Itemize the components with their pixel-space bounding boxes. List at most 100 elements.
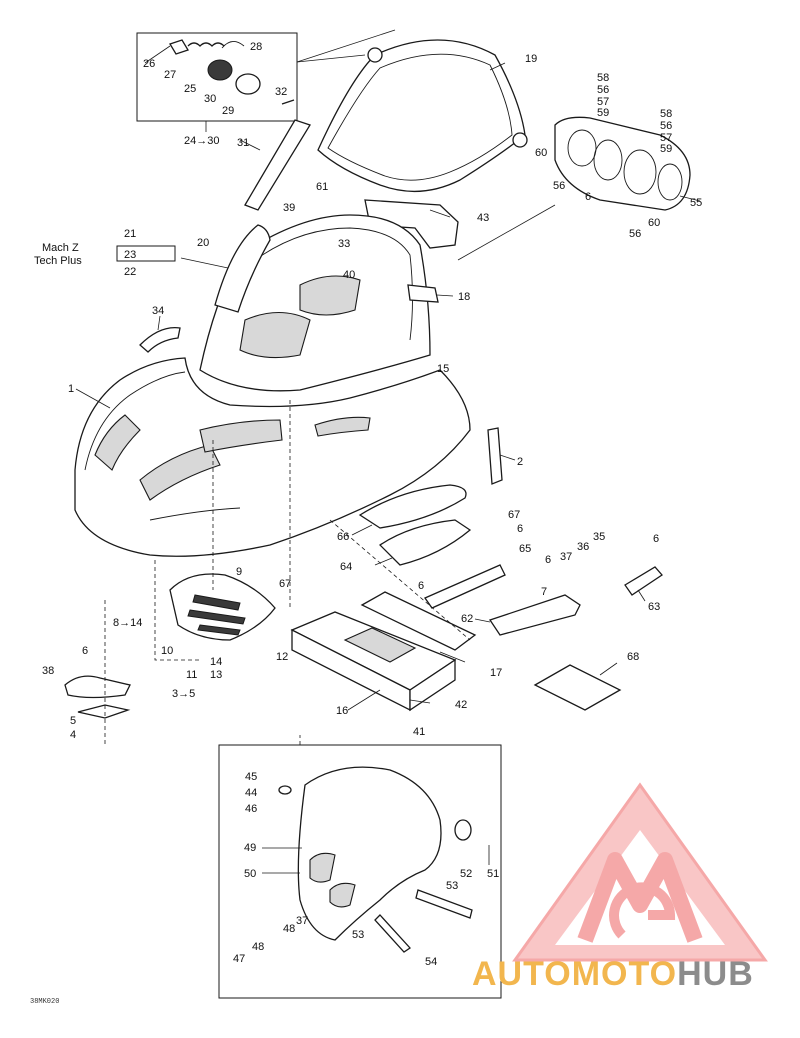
callout-24-30: 24→30 [184, 135, 219, 147]
callout-13: 13 [210, 669, 222, 681]
vent-20 [214, 224, 271, 313]
variant-label-line1: Mach Z [42, 242, 79, 254]
plate-17 [360, 591, 477, 651]
callout-23: 23 [124, 249, 136, 261]
manual-68 [533, 664, 622, 711]
callout-19: 19 [525, 53, 537, 65]
callout-48b: 48 [252, 941, 264, 953]
variant-label: Mach Z Tech Plus [34, 242, 176, 267]
handle-34 [139, 326, 181, 353]
gauge-panel-55 [554, 116, 691, 211]
callout-37b: 37 [296, 915, 308, 927]
storage-box-16 [290, 611, 457, 712]
callout-48a: 48 [283, 923, 295, 935]
callout-68: 68 [627, 651, 639, 663]
callout-64: 64 [340, 561, 352, 573]
callout-6e: 6 [418, 580, 424, 592]
callout-12: 12 [276, 651, 288, 663]
callout-58b: 58 [660, 108, 672, 120]
callout-43: 43 [477, 212, 489, 224]
callout-11: 11 [186, 669, 197, 681]
callout-56b: 56 [660, 120, 672, 132]
callout-25: 25 [184, 83, 196, 95]
part-3-5 [64, 675, 131, 699]
callout-49: 49 [244, 842, 256, 854]
bracket-65 [424, 564, 506, 609]
callout-47: 47 [233, 953, 245, 965]
watermark-logo [512, 782, 768, 962]
watermark-text: AUTOMOTOHUB [472, 955, 754, 993]
callout-14: 14 [210, 656, 222, 668]
callout-66: 66 [337, 531, 349, 543]
callout-46: 46 [245, 803, 257, 815]
watermark-moto: MOTO [572, 955, 677, 993]
callout-6c: 6 [653, 533, 659, 545]
callout-8-14: 8→14 [113, 617, 142, 629]
callout-55: 55 [690, 197, 702, 209]
callout-27: 27 [164, 69, 176, 81]
watermark-hub: HUB [677, 955, 754, 993]
callout-60a: 60 [535, 147, 547, 159]
callout-59b: 59 [660, 143, 672, 155]
leader-lines [75, 45, 701, 874]
callout-6b: 6 [517, 523, 523, 535]
callout-45: 45 [245, 771, 257, 783]
callout-10: 10 [161, 645, 173, 657]
part-5 [77, 704, 131, 719]
bracket-62 [488, 594, 581, 636]
callout-59a: 59 [597, 107, 609, 119]
panel-66 [358, 484, 467, 529]
callout-56d: 56 [629, 228, 641, 240]
callout-2: 2 [517, 456, 523, 468]
callout-57b: 57 [660, 132, 672, 144]
callout-6a: 6 [585, 191, 591, 203]
callout-51: 51 [487, 868, 499, 880]
callout-16: 16 [336, 705, 348, 717]
callout-58a: 58 [597, 72, 609, 84]
callout-6f: 6 [82, 645, 88, 657]
callout-53a: 53 [446, 880, 458, 892]
callout-44: 44 [245, 787, 257, 799]
callout-63: 63 [648, 601, 660, 613]
callout-21: 21 [124, 228, 136, 240]
callout-56a: 56 [597, 84, 609, 96]
callout-33: 33 [338, 238, 350, 250]
callout-29: 29 [222, 105, 234, 117]
lower-detail-box [218, 744, 502, 999]
callout-38: 38 [42, 665, 54, 677]
callout-20: 20 [197, 237, 209, 249]
callout-18: 18 [458, 291, 470, 303]
panel-64 [378, 519, 472, 566]
callout-53b: 53 [352, 929, 364, 941]
grille-9 [169, 573, 276, 641]
callout-36: 36 [577, 541, 589, 553]
drawing-code: 38MK020 [30, 998, 59, 1006]
callout-39: 39 [283, 202, 295, 214]
callout-61: 61 [316, 181, 328, 193]
callout-4: 4 [70, 729, 76, 741]
callout-31: 31 [237, 137, 249, 149]
callout-22: 22 [124, 266, 136, 278]
callout-54: 54 [425, 956, 437, 968]
callout-37a: 37 [560, 551, 572, 563]
windshield-19 [317, 39, 528, 193]
callout-42: 42 [455, 699, 467, 711]
callout-62: 62 [461, 613, 473, 625]
watermark-auto: AUTO [472, 955, 572, 993]
variant-label-line2: Tech Plus [34, 255, 82, 267]
bracket-63 [624, 566, 663, 596]
kit-box-24-30 [136, 29, 396, 132]
callout-50: 50 [244, 868, 256, 880]
bracket-2 [487, 427, 503, 485]
bracket-18 [407, 284, 439, 303]
callout-9: 9 [236, 566, 242, 578]
callout-34: 34 [152, 305, 164, 317]
callout-3-5: 3→5 [172, 688, 195, 700]
callout-41: 41 [413, 726, 425, 738]
callout-6d: 6 [545, 554, 551, 566]
callout-67b: 67 [279, 578, 291, 590]
callout-5: 5 [70, 715, 76, 727]
callout-57a: 57 [597, 96, 609, 108]
callout-15: 15 [437, 363, 449, 375]
